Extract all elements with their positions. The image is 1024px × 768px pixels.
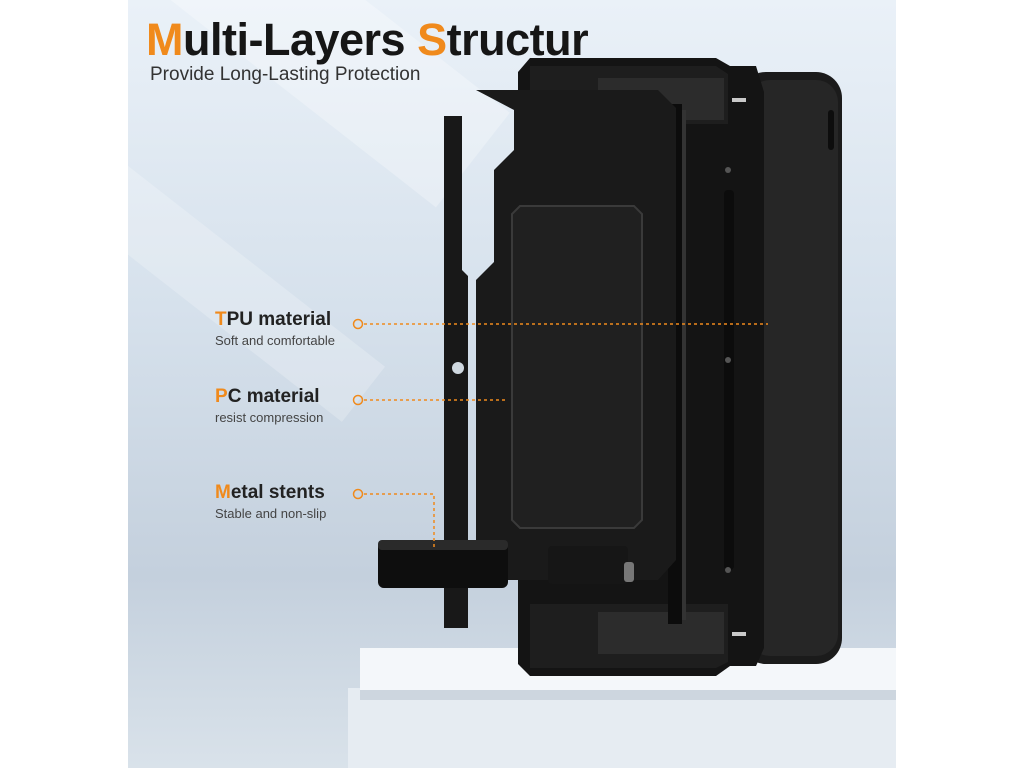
title-initial-2: S xyxy=(417,14,447,65)
banner-title: Multi-Layers Structur xyxy=(146,14,589,66)
feature-description: Soft and comfortable xyxy=(215,333,335,348)
feature-description: resist compression xyxy=(215,410,324,425)
feature-name-text: C material xyxy=(227,386,320,407)
feature-title: Metal stents xyxy=(215,482,326,504)
kickstand xyxy=(378,540,634,588)
feature-initial: M xyxy=(215,482,231,503)
feature-name-text: PU material xyxy=(226,309,332,330)
feature-initial: T xyxy=(215,309,227,330)
feature-description: Stable and non-slip xyxy=(215,506,327,521)
title-text-1: ulti-Layers xyxy=(183,14,418,65)
pc-layer xyxy=(444,90,676,628)
feature-pc-material: PC material resist compression xyxy=(215,386,323,425)
banner-subtitle: Provide Long-Lasting Protection xyxy=(150,64,421,85)
feature-name-text: etal stents xyxy=(230,482,325,503)
feature-tpu-material: TPU material Soft and comfortable xyxy=(215,309,335,348)
title-text-2: tructur xyxy=(446,14,589,65)
feature-metal-stents: Metal stents Stable and non-slip xyxy=(215,482,326,521)
feature-title: PC material xyxy=(215,386,323,408)
product-illustration xyxy=(348,58,896,768)
callout-lines xyxy=(352,318,768,548)
feature-title: TPU material xyxy=(215,309,335,331)
title-initial-1: M xyxy=(146,14,184,65)
phone-device xyxy=(740,72,842,664)
product-banner: Multi-Layers Structur Provide Long-Lasti… xyxy=(128,0,896,768)
feature-initial: P xyxy=(215,386,228,407)
